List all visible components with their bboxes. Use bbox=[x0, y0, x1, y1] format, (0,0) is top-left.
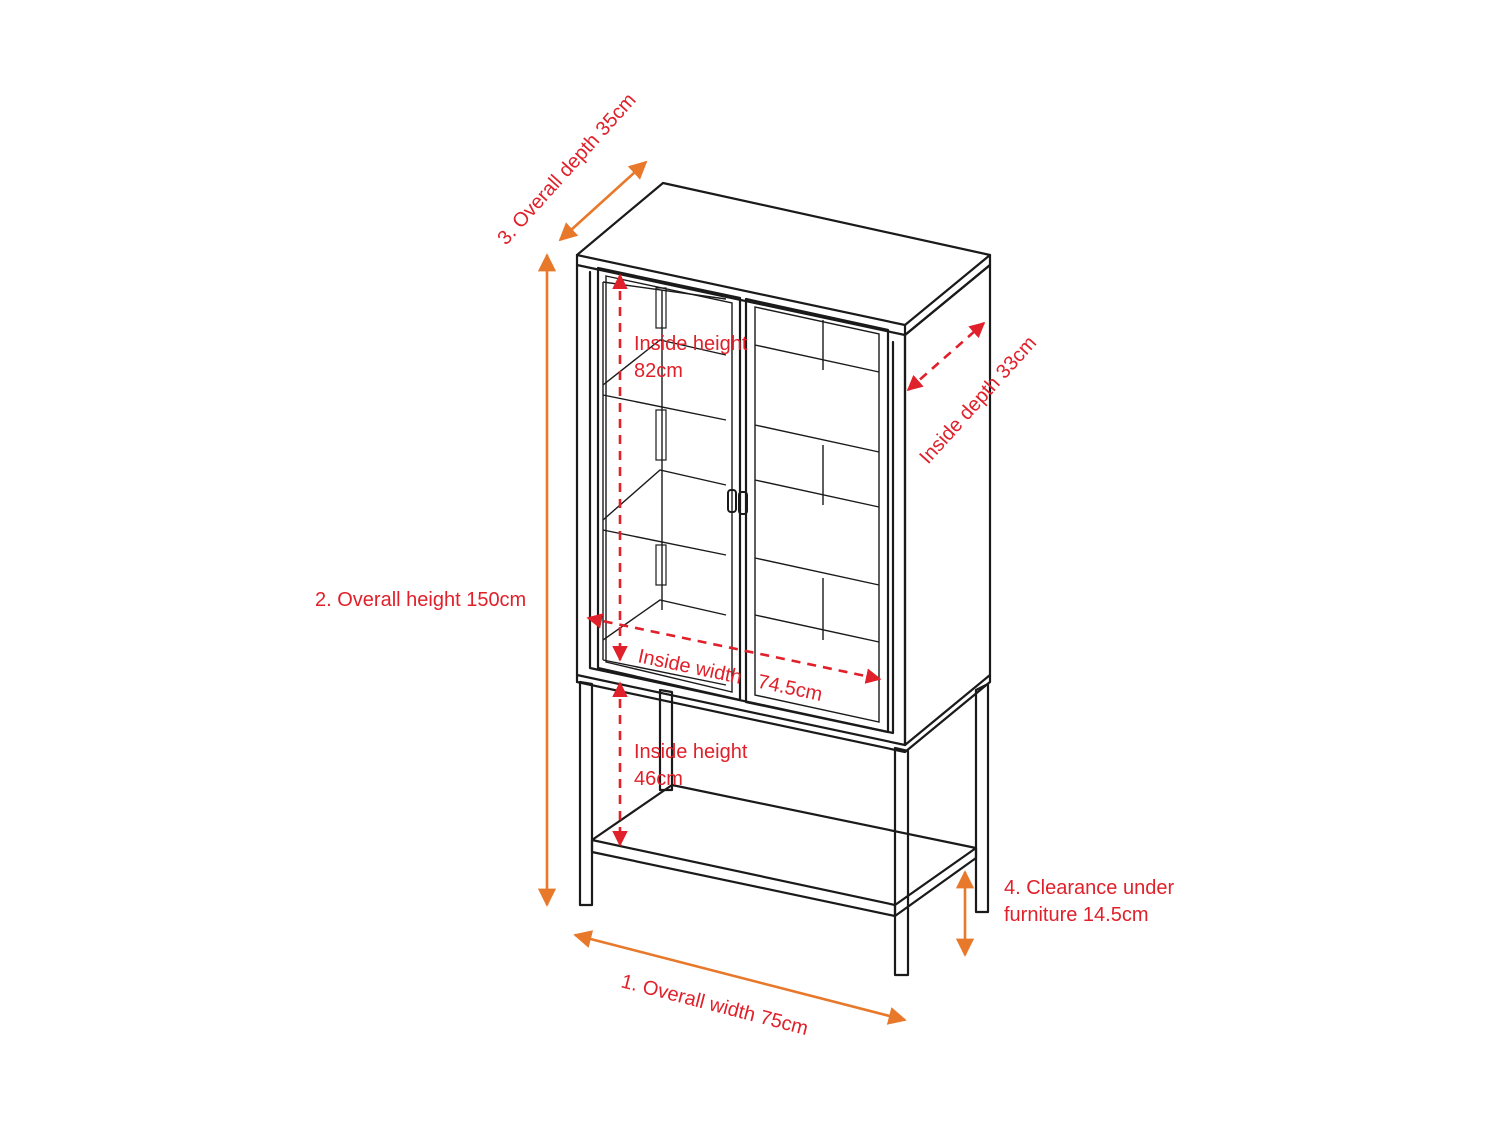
overall-width-label: 1. Overall width 75cm bbox=[619, 971, 811, 1040]
cabinet-top-side-edge bbox=[903, 253, 992, 337]
dimension-labels: 3. Overall depth 35cm 2. Overall height … bbox=[315, 89, 1174, 1040]
inside-height-lower-label-line2: 46cm bbox=[634, 768, 683, 790]
clearance-label-line2: furniture 14.5cm bbox=[1004, 904, 1149, 926]
overall-height-label: 2. Overall height 150cm bbox=[315, 589, 526, 611]
cabinet-front-frame bbox=[575, 263, 907, 747]
cabinet-base bbox=[575, 673, 992, 754]
lower-shelf bbox=[590, 783, 978, 918]
inside-depth-arrow bbox=[906, 321, 986, 392]
interior-right bbox=[754, 320, 880, 643]
door-handle bbox=[727, 489, 737, 513]
cabinet-illustration bbox=[575, 181, 992, 977]
right-door bbox=[744, 297, 890, 734]
inside-height-upper-label-line1: Inside height bbox=[634, 333, 748, 355]
inside-width-arrow bbox=[586, 613, 882, 684]
door-handle-right bbox=[738, 491, 748, 515]
cabinet-front-inner-frame bbox=[588, 270, 895, 735]
inside-depth-label: Inside depth 33cm bbox=[915, 332, 1041, 468]
cabinet-top bbox=[575, 181, 992, 327]
cabinet-side-panel bbox=[903, 263, 992, 747]
inside-height-lower-label-line1: Inside height bbox=[634, 741, 748, 763]
overall-depth-label: 3. Overall depth 35cm bbox=[493, 89, 640, 249]
clearance-label-line1: 4. Clearance under bbox=[1004, 877, 1174, 899]
overall-depth-arrow bbox=[558, 160, 648, 242]
left-door bbox=[596, 266, 742, 702]
overall-dimensions bbox=[537, 160, 975, 1025]
overall-width-arrow bbox=[573, 930, 907, 1025]
inside-dimensions bbox=[586, 273, 986, 847]
inside-height-upper-label-line2: 82cm bbox=[634, 360, 683, 382]
